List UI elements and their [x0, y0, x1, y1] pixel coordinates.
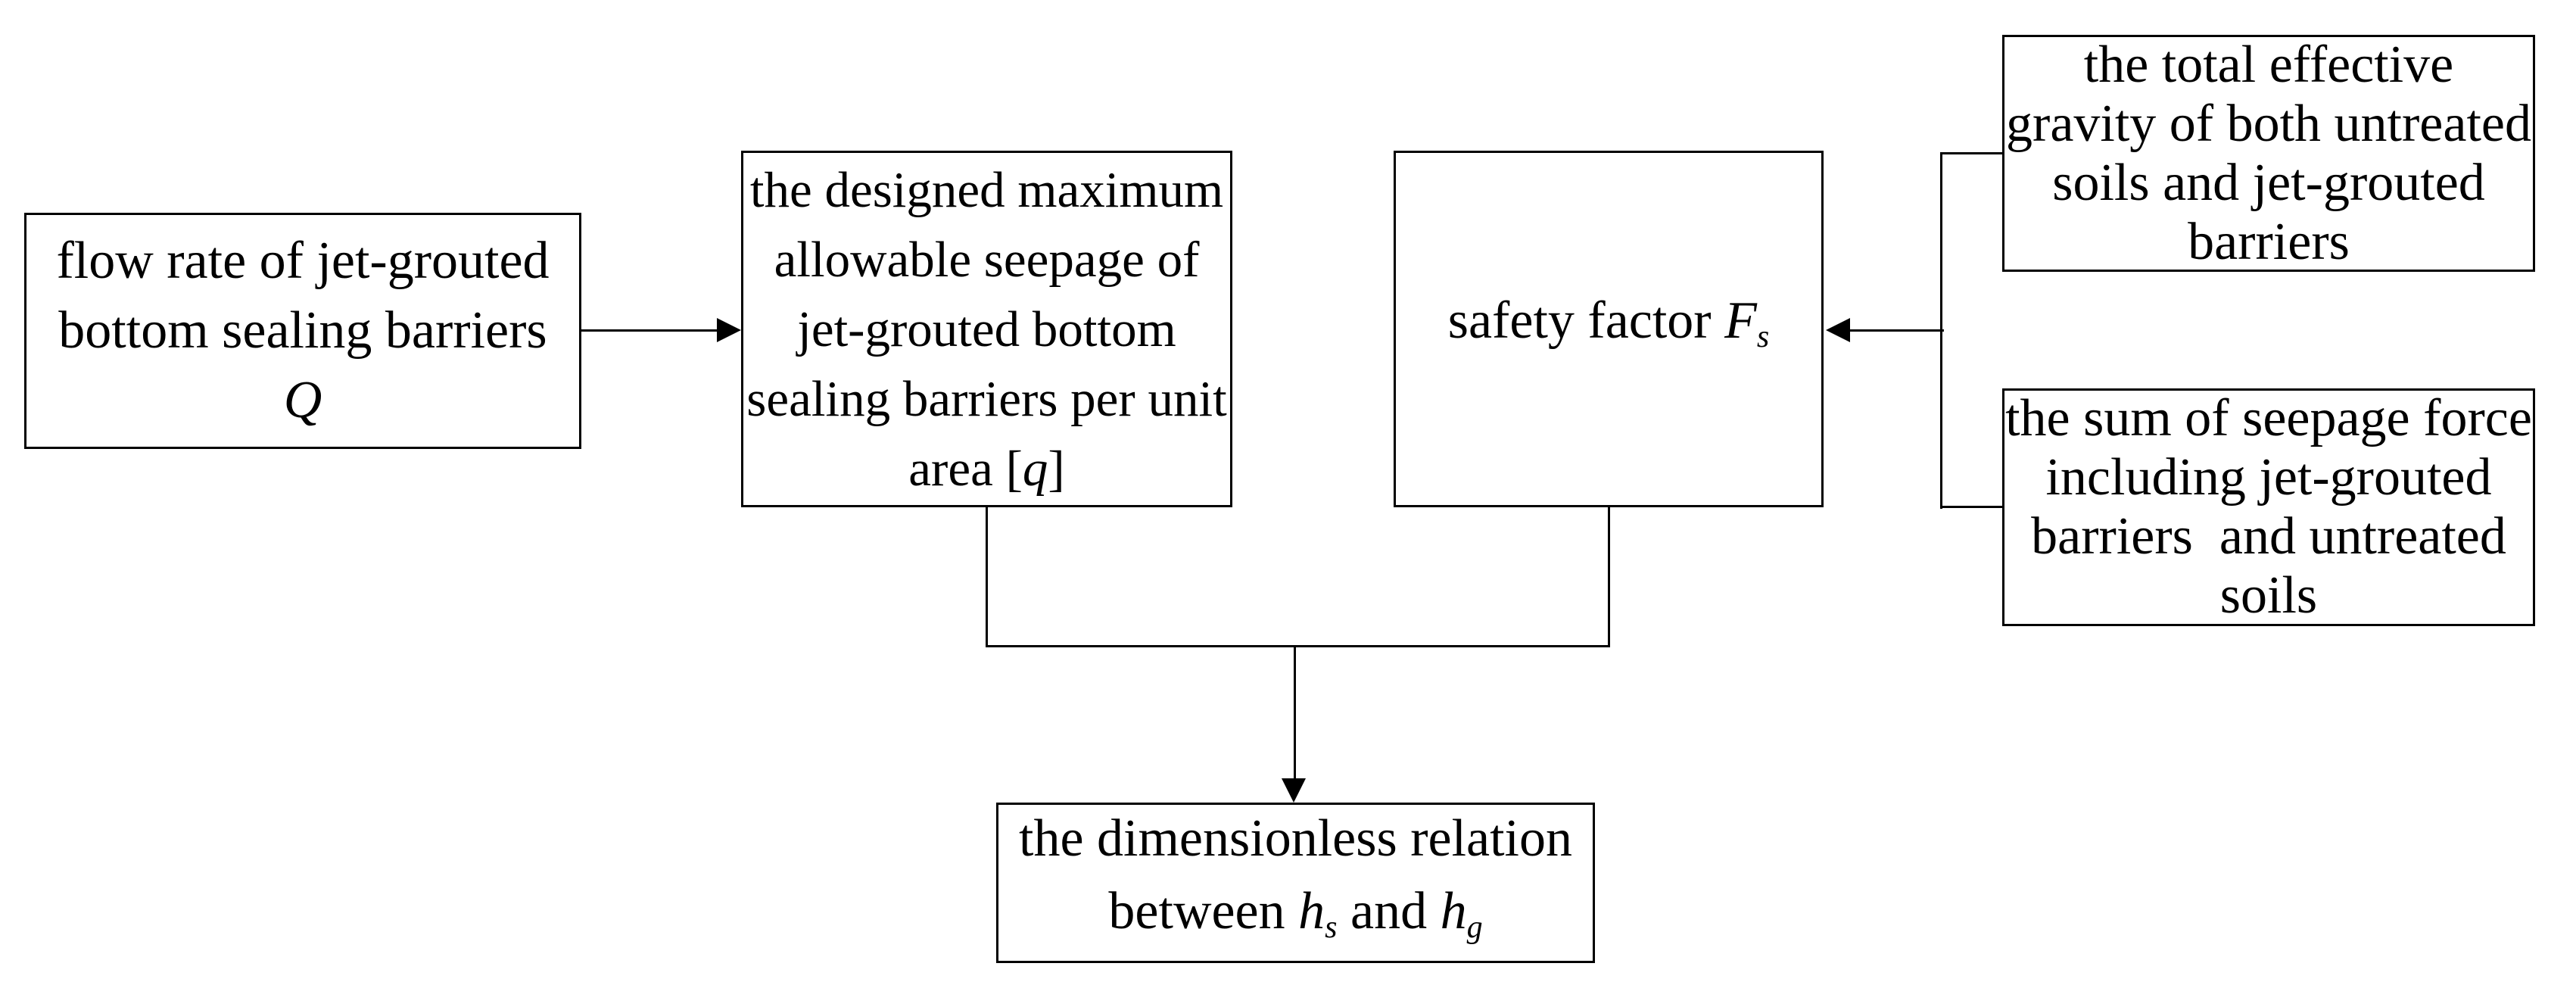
- seepage-drop-line: [986, 507, 988, 647]
- flow-to-seepage-arrow-shaft: [581, 329, 720, 332]
- gravity-branch-stub-line: [1940, 152, 2002, 154]
- node-safety-factor-label: safety factor Fs: [1447, 291, 1770, 354]
- arrowhead-left-icon: [1826, 318, 1850, 342]
- merge-bar-line: [986, 645, 1610, 647]
- merge-to-relation-arrow-shaft: [1294, 647, 1296, 780]
- seepage-force-branch-stub-line: [1940, 506, 2002, 508]
- arrowhead-right-icon: [717, 318, 741, 342]
- safety-drop-line: [1608, 507, 1610, 647]
- node-safety-factor: safety factor Fs: [1394, 151, 1824, 507]
- arrowhead-down-icon: [1282, 778, 1306, 803]
- bracket-to-safety-arrow-shaft: [1847, 329, 1944, 332]
